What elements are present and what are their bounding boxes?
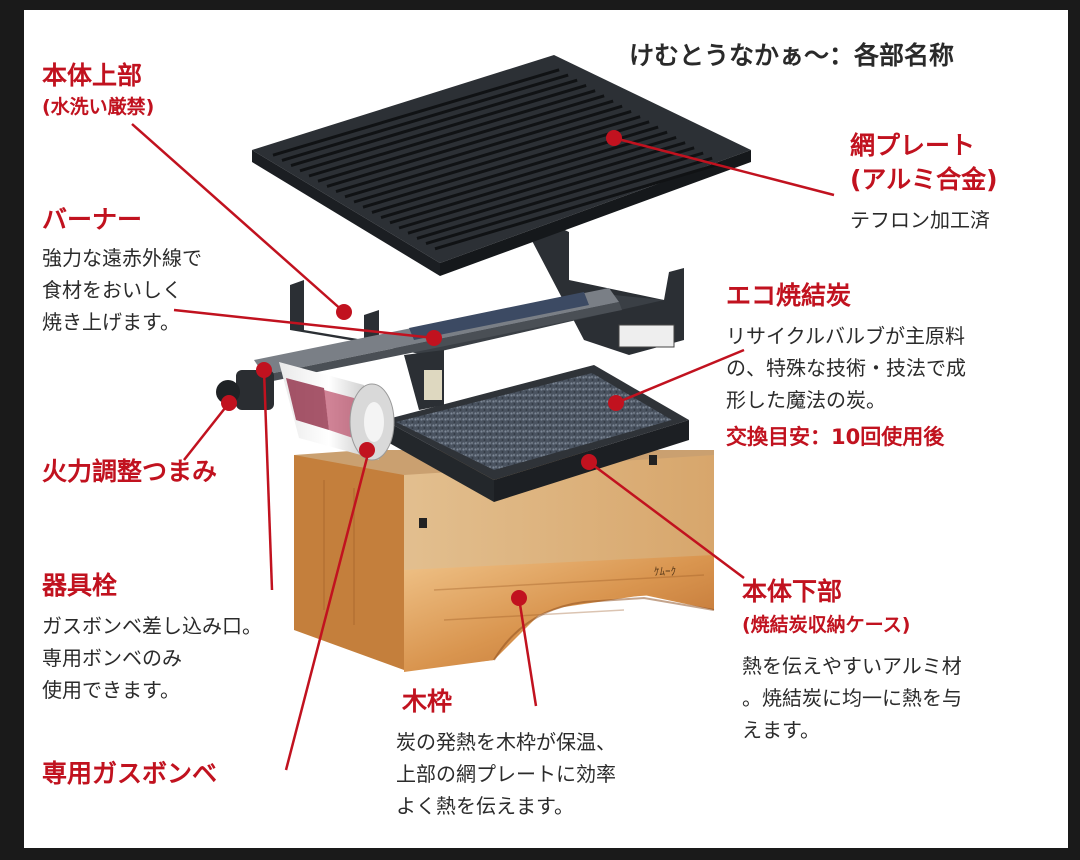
burner-desc-3: 焼き上げます。 [42,310,180,334]
grill-rib [362,120,650,209]
wood-frame-desc-2: 上部の網プレートに効率 [396,762,616,786]
eco-charcoal-desc-1: リサイクルバルブが主原料 [726,324,965,348]
grill-rib [353,115,641,204]
label-valve: 器具栓 [42,571,118,600]
burner-desc-1: 強力な遠赤外線で [42,246,202,270]
charcoal-tray-shape [384,365,689,528]
grill-rib [326,99,614,188]
grill-rib [272,68,560,157]
body-bottom-desc-1: 熱を伝えやすいアルミ材 [742,654,962,678]
product-mark: ｹﾑｰｸ [654,565,676,578]
grill-rib [416,151,704,240]
grill-rib [407,146,695,235]
grill-rib [380,130,668,220]
label-heat-knob: 火力調整つまみ [42,457,218,486]
valve-desc-1: ガスボンベ差し込み口。 [42,614,262,638]
wood-frame-shape: ｹﾑｰｸ [294,450,715,672]
label-body-top-note: (水洗い厳禁) [42,96,155,118]
label-net-plate: 網プレート [850,131,976,160]
label-body-top: 本体上部 [42,61,143,90]
label-burner: バーナー [42,205,143,234]
leader-lines [131,123,835,771]
eco-charcoal-desc-3: 形した魔法の炭。 [726,388,886,412]
label-eco-charcoal: エコ焼結炭 [726,281,852,310]
grill-rib [434,162,722,251]
burner-desc-2: 食材をおいしく [42,278,182,302]
eco-charcoal-replace: 交換目安：10回使用後 [726,425,945,449]
label-net-plate-note: (アルミ合金) [850,165,998,194]
valve-desc-3: 使用できます。 [42,678,180,702]
label-gas-canister: 専用ガスボンベ [42,759,218,788]
body-bottom-desc-3: えます。 [742,718,820,742]
grill-rib [425,156,713,246]
wood-frame-desc-1: 炭の発熱を木枠が保温、 [396,730,616,754]
diagram-title: けむとうなかぁ〜：各部名称 [629,41,955,70]
grill-rib [299,84,587,173]
grill-rib [398,141,686,230]
eco-charcoal-desc-2: の、特殊な技術・技法で成 [726,356,966,380]
grill-rib [290,78,578,168]
callout-dots [221,130,624,606]
valve-desc-2: 専用ボンベのみ [42,646,182,670]
diagram-frame: ｹﾑｰｸ [24,10,1068,848]
grill-rib [308,89,596,178]
grill-rib [317,94,605,183]
net-plate-shape [252,55,751,276]
grill-illustration: ｹﾑｰｸ [131,55,835,771]
label-wood-frame: 木枠 [402,687,453,716]
grill-rib [281,73,569,162]
wood-frame-desc-3: よく熱を伝えます。 [396,794,574,818]
grill-rib [389,136,677,225]
body-bottom-desc-2: 。焼結炭に均一に熱を与 [742,686,962,710]
label-body-bottom-note: (焼結炭収納ケース) [742,614,911,636]
grill-rib [335,104,623,194]
grill-rib [344,110,632,199]
label-body-bottom: 本体下部 [742,577,843,606]
net-plate-desc: テフロン加工済 [850,208,990,232]
